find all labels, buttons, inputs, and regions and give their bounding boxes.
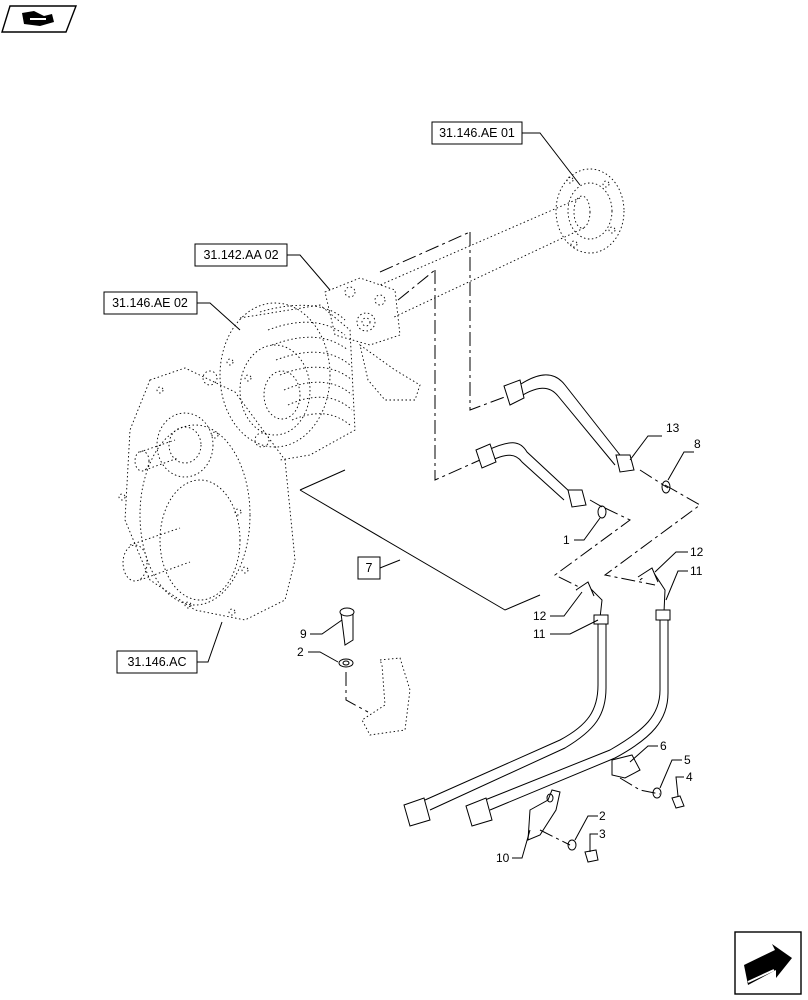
- callout-6: 6: [629, 739, 667, 763]
- svg-text:2: 2: [297, 645, 304, 659]
- callout-8: 8: [667, 437, 701, 481]
- ref-box-ac[interactable]: 31.146.AC: [116, 621, 223, 674]
- callout-2-upper: 2: [297, 645, 339, 663]
- svg-text:13: 13: [666, 421, 680, 435]
- svg-text:8: 8: [694, 437, 701, 451]
- ref-box-7[interactable]: 7: [357, 556, 381, 580]
- callout-11-right: 11: [665, 564, 703, 601]
- callout-12-left: 12: [533, 591, 583, 623]
- svg-text:4: 4: [686, 770, 693, 784]
- book-nav-icon[interactable]: [1, 5, 78, 33]
- ref-box-ae01[interactable]: 31.146.AE 01: [431, 121, 581, 186]
- callout-10: 10: [496, 829, 531, 865]
- clamp-10: [527, 789, 599, 863]
- svg-text:11: 11: [690, 564, 703, 578]
- ref-aa02-label: 31.142.AA 02: [203, 248, 278, 262]
- svg-text:1: 1: [563, 533, 570, 547]
- ref-box-aa02[interactable]: 31.142.AA 02: [194, 243, 331, 291]
- ref-ae01-label: 31.146.AE 01: [439, 126, 515, 140]
- upper-pipe-1: [475, 442, 587, 508]
- upper-pipe-13: [503, 374, 635, 473]
- callout-12-right: 12: [654, 545, 704, 573]
- pump-assembly: [118, 277, 421, 621]
- ref-ae02-label: 31.146.AE 02: [112, 296, 188, 310]
- svg-text:11: 11: [533, 627, 546, 641]
- hose-left: [403, 581, 609, 827]
- callout-2-lower: 2: [574, 809, 606, 841]
- ref-7-label: 7: [366, 561, 373, 575]
- item-7-lines: [299, 469, 541, 611]
- ref-ac-label: 31.146.AC: [127, 655, 186, 669]
- callout-11-left: 11: [533, 619, 599, 641]
- svg-text:2: 2: [599, 809, 606, 823]
- svg-text:5: 5: [684, 753, 691, 767]
- hose-right: [465, 567, 671, 827]
- svg-text:6: 6: [660, 739, 667, 753]
- connection-lines: [379, 231, 701, 591]
- ref-box-ae02[interactable]: 31.146.AE 02: [103, 291, 241, 331]
- clip-6: [611, 754, 685, 809]
- next-page-arrow-icon[interactable]: [734, 931, 802, 995]
- svg-text:3: 3: [599, 827, 606, 841]
- drive-shaft: [379, 168, 625, 319]
- svg-text:9: 9: [300, 627, 307, 641]
- callout-3: 3: [589, 827, 606, 852]
- callout-1: 1: [563, 517, 601, 547]
- callout-5: 5: [659, 753, 691, 789]
- callout-9: 9: [300, 619, 343, 641]
- o-rings: [597, 480, 671, 519]
- svg-text:10: 10: [496, 851, 510, 865]
- callout-4: 4: [675, 770, 693, 797]
- svg-text:12: 12: [690, 545, 704, 559]
- svg-text:12: 12: [533, 609, 547, 623]
- callout-13: 13: [629, 421, 680, 461]
- bracket-assembly: [338, 607, 411, 736]
